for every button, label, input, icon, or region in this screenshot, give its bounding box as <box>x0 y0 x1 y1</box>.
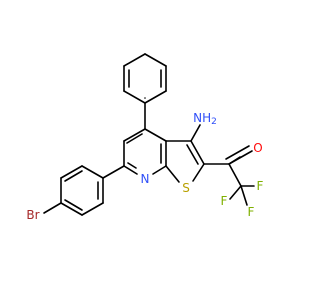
oxygen-label: O <box>253 141 262 155</box>
bond <box>228 150 253 165</box>
bond <box>228 163 242 187</box>
bond <box>186 144 199 165</box>
bond <box>60 165 83 179</box>
bond <box>144 128 167 142</box>
bond <box>123 53 146 67</box>
bond <box>123 165 138 175</box>
structure-svg: NH2 N S O F F F Br <box>26 53 264 222</box>
fluorine-label-2: F <box>221 194 228 208</box>
bond <box>43 202 62 214</box>
bond <box>144 53 167 67</box>
bond <box>229 185 242 200</box>
bond <box>190 140 205 165</box>
bond <box>64 199 83 211</box>
bond <box>126 133 143 144</box>
atom-labels: NH2 N S O F F F Br <box>26 111 263 222</box>
bond <box>81 202 104 216</box>
bond <box>81 165 104 179</box>
bond <box>225 145 250 160</box>
bond <box>60 202 83 216</box>
bond <box>123 90 146 104</box>
bond <box>192 163 205 182</box>
fluorine-label-1: F <box>257 179 264 193</box>
bond <box>152 165 167 175</box>
bond <box>144 90 167 104</box>
bond <box>102 165 125 179</box>
sulfur-label: S <box>182 181 190 195</box>
molecule-diagram: NH2 N S O F F F Br <box>26 53 264 222</box>
amino-label: NH2 <box>193 111 217 127</box>
fluorine-label-3: F <box>248 205 255 219</box>
bond <box>165 165 180 183</box>
bond <box>127 162 137 169</box>
bond <box>240 185 248 206</box>
bonds <box>43 53 255 216</box>
pyridine-nitrogen-label: N <box>141 172 150 186</box>
bond <box>190 124 201 142</box>
bond <box>64 170 83 182</box>
bromine-label: Br <box>26 208 39 222</box>
bond <box>123 128 146 142</box>
